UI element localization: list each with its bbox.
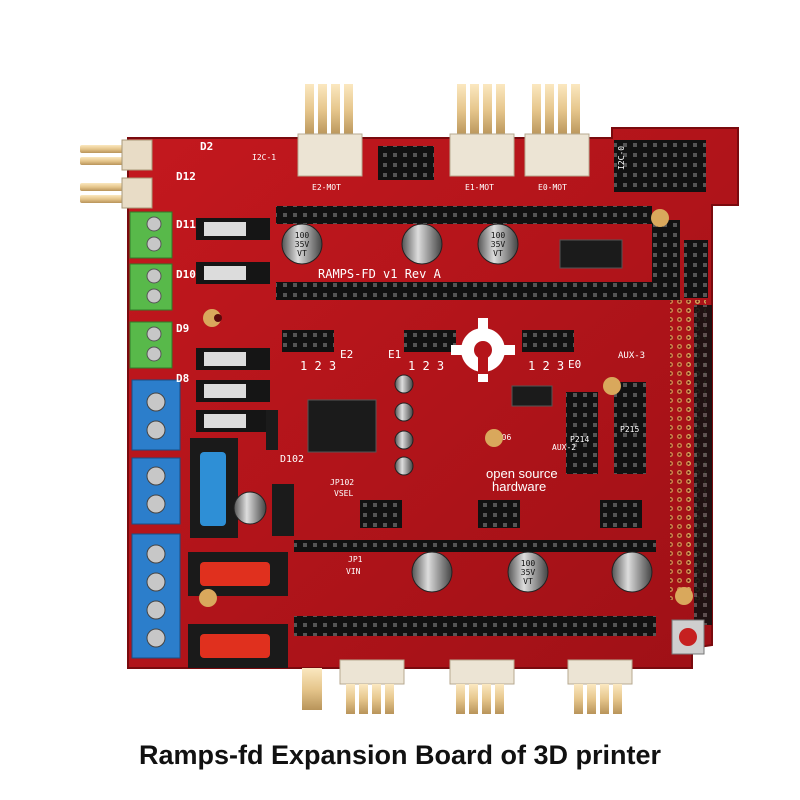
label-d102: D102 [280, 454, 304, 465]
label-i2c1: I2C-1 [252, 153, 276, 162]
green-terminal-blocks [129, 211, 173, 369]
reset-button [671, 619, 705, 655]
label-d12: D12 [176, 170, 196, 183]
right-header-holes-2 [670, 300, 688, 600]
open-hardware-logo [451, 318, 515, 382]
cap-label-8: 35V [521, 568, 536, 577]
cap-label-9: VT [523, 577, 533, 586]
label-aux3: AUX-3 [618, 351, 645, 361]
cap-label-3: VT [297, 249, 307, 258]
top-motor-connectors [297, 84, 706, 192]
label-d9: D9 [176, 322, 189, 335]
motor-label-e2: E2-MOT [312, 183, 341, 192]
cap-label-6: VT [493, 249, 503, 258]
label-d2: D2 [200, 140, 213, 153]
label-i2c0: I2C-0 [617, 146, 626, 170]
label-d11: D11 [176, 218, 196, 231]
cap-label-2: 35V [295, 240, 310, 249]
image-caption: Ramps-fd Expansion Board of 3D printer [138, 740, 662, 770]
cap-label-7: 100 [521, 559, 536, 568]
label-d10: D10 [176, 268, 196, 281]
board-photo: 100 35V VT 100 35V VT 100 35V VT RAMPS-F… [80, 84, 739, 714]
motor-label-e1: E1-MOT [465, 183, 494, 192]
logo-text-1: open source [486, 466, 558, 481]
label-e0: E0 [568, 358, 581, 371]
label-e2: E2 [340, 348, 353, 361]
motor-label-e0: E0-MOT [538, 183, 567, 192]
mosfets [196, 218, 270, 432]
logo-text-2: hardware [492, 479, 546, 494]
cap-label-1: 100 [295, 231, 310, 240]
capacitor-labels: 100 35V VT 100 35V VT 100 35V VT [295, 231, 536, 586]
label-aux2: AUX-2 [552, 443, 576, 452]
left-pin-header [80, 139, 153, 209]
label-p214: P214 [570, 435, 589, 444]
label-e1: E1 [388, 348, 401, 361]
long-pin-headers [276, 206, 712, 636]
mounting-holes [199, 209, 693, 607]
blue-terminal-blocks [131, 379, 181, 659]
label-jp102: JP102 [330, 478, 354, 487]
cap-label-4: 100 [491, 231, 506, 240]
header-numbers-e2: 1 2 3 [300, 359, 336, 373]
capacitors [233, 223, 653, 593]
bottom-motor-connectors [302, 659, 633, 714]
cap-label-5: 35V [491, 240, 506, 249]
header-numbers-e1: 1 2 3 [408, 359, 444, 373]
fuses [188, 438, 288, 668]
label-p215: P215 [620, 425, 639, 434]
label-d8: D8 [176, 372, 189, 385]
label-vsel: VSEL [334, 489, 353, 498]
ic-chips [266, 239, 623, 536]
label-jp1: JP1 [348, 555, 363, 564]
board-title: RAMPS-FD v1 Rev A [318, 267, 442, 281]
label-vin: VIN [346, 567, 361, 576]
header-numbers-e0: 1 2 3 [528, 359, 564, 373]
